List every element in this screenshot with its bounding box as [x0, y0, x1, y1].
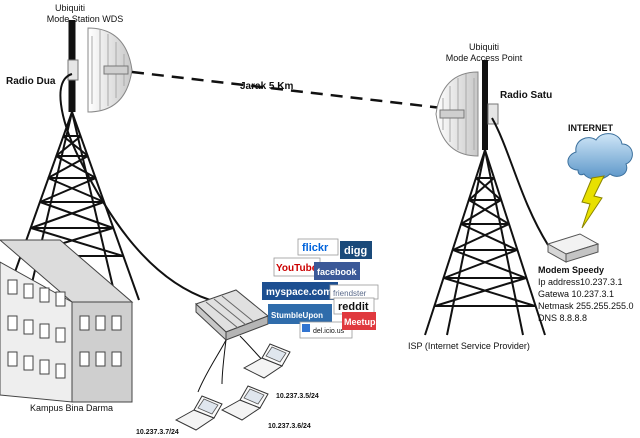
logo-stumbleupon: StumbleUpon — [268, 304, 332, 324]
radio-dua-dish — [67, 27, 133, 113]
svg-text:StumbleUpon: StumbleUpon — [271, 311, 323, 320]
svg-text:digg: digg — [344, 245, 367, 257]
modem-netmask: Netmask 255.255.255.0 — [538, 301, 634, 311]
internet-cloud — [567, 133, 633, 180]
right-radio-brand: Ubiquiti — [469, 42, 499, 52]
campus-label: Kampus Bina Darma — [30, 403, 113, 413]
modem-gateway: Gatewa 10.237.3.1 — [538, 289, 614, 299]
client-ip-3: 10.237.3.7/24 — [136, 429, 179, 436]
svg-text:friendster: friendster — [333, 289, 367, 298]
campus-building — [0, 239, 134, 403]
logo-facebook: facebook — [314, 262, 360, 280]
right-radio-name: Radio Satu — [500, 90, 552, 101]
svg-text:flickr: flickr — [302, 242, 329, 254]
modem-device — [546, 233, 600, 263]
laptop-client-2 — [220, 385, 269, 421]
svg-text:Meetup: Meetup — [344, 317, 376, 327]
modem-ip: Ip address10.237.3.1 — [538, 277, 623, 287]
left-radio-brand: Ubiquiti — [55, 3, 85, 13]
radio-satu-dish — [435, 71, 499, 157]
client-ip-1: 10.237.3.5/24 — [276, 393, 319, 400]
isp-label: ISP (Internet Service Provider) — [408, 341, 530, 351]
wireless-link — [131, 70, 443, 110]
svg-text:myspace.com: myspace.com — [266, 287, 332, 298]
logo-youtube: YouTube — [273, 257, 321, 277]
logo-meetup: Meetup — [342, 312, 376, 330]
logo-friendster: friendster — [329, 284, 379, 300]
modem-dns: DNS 8.8.8.8 — [538, 313, 587, 323]
svg-text:reddit: reddit — [338, 301, 369, 313]
left-radio-mode: Mode Station WDS — [47, 14, 124, 24]
laptop-client-3 — [174, 395, 223, 431]
social-logos: flickr digg YouTube facebook myspace.com… — [262, 238, 379, 339]
radio-dua-cable — [59, 73, 211, 301]
logo-digg: digg — [340, 241, 372, 259]
laptop-client-1 — [242, 343, 291, 379]
internet-label: INTERNET — [568, 123, 614, 133]
svg-text:YouTube: YouTube — [276, 263, 318, 274]
left-radio-name: Radio Dua — [6, 76, 56, 87]
svg-text:del.icio.us: del.icio.us — [313, 328, 345, 335]
right-radio-mode: Mode Access Point — [446, 53, 523, 63]
radio-satu-cable — [491, 117, 549, 246]
right-tower — [424, 60, 546, 336]
modem-title: Modem Speedy — [538, 265, 604, 275]
svg-text:facebook: facebook — [317, 267, 358, 277]
client-ip-2: 10.237.3.6/24 — [268, 423, 311, 430]
logo-reddit: reddit — [333, 297, 375, 315]
logo-flickr: flickr — [297, 238, 339, 256]
logo-myspace: myspace.com — [262, 282, 338, 300]
lightning-bolt — [581, 175, 605, 229]
network-switch — [195, 289, 269, 342]
link-distance-label: Jarak 5 Km — [240, 81, 293, 92]
